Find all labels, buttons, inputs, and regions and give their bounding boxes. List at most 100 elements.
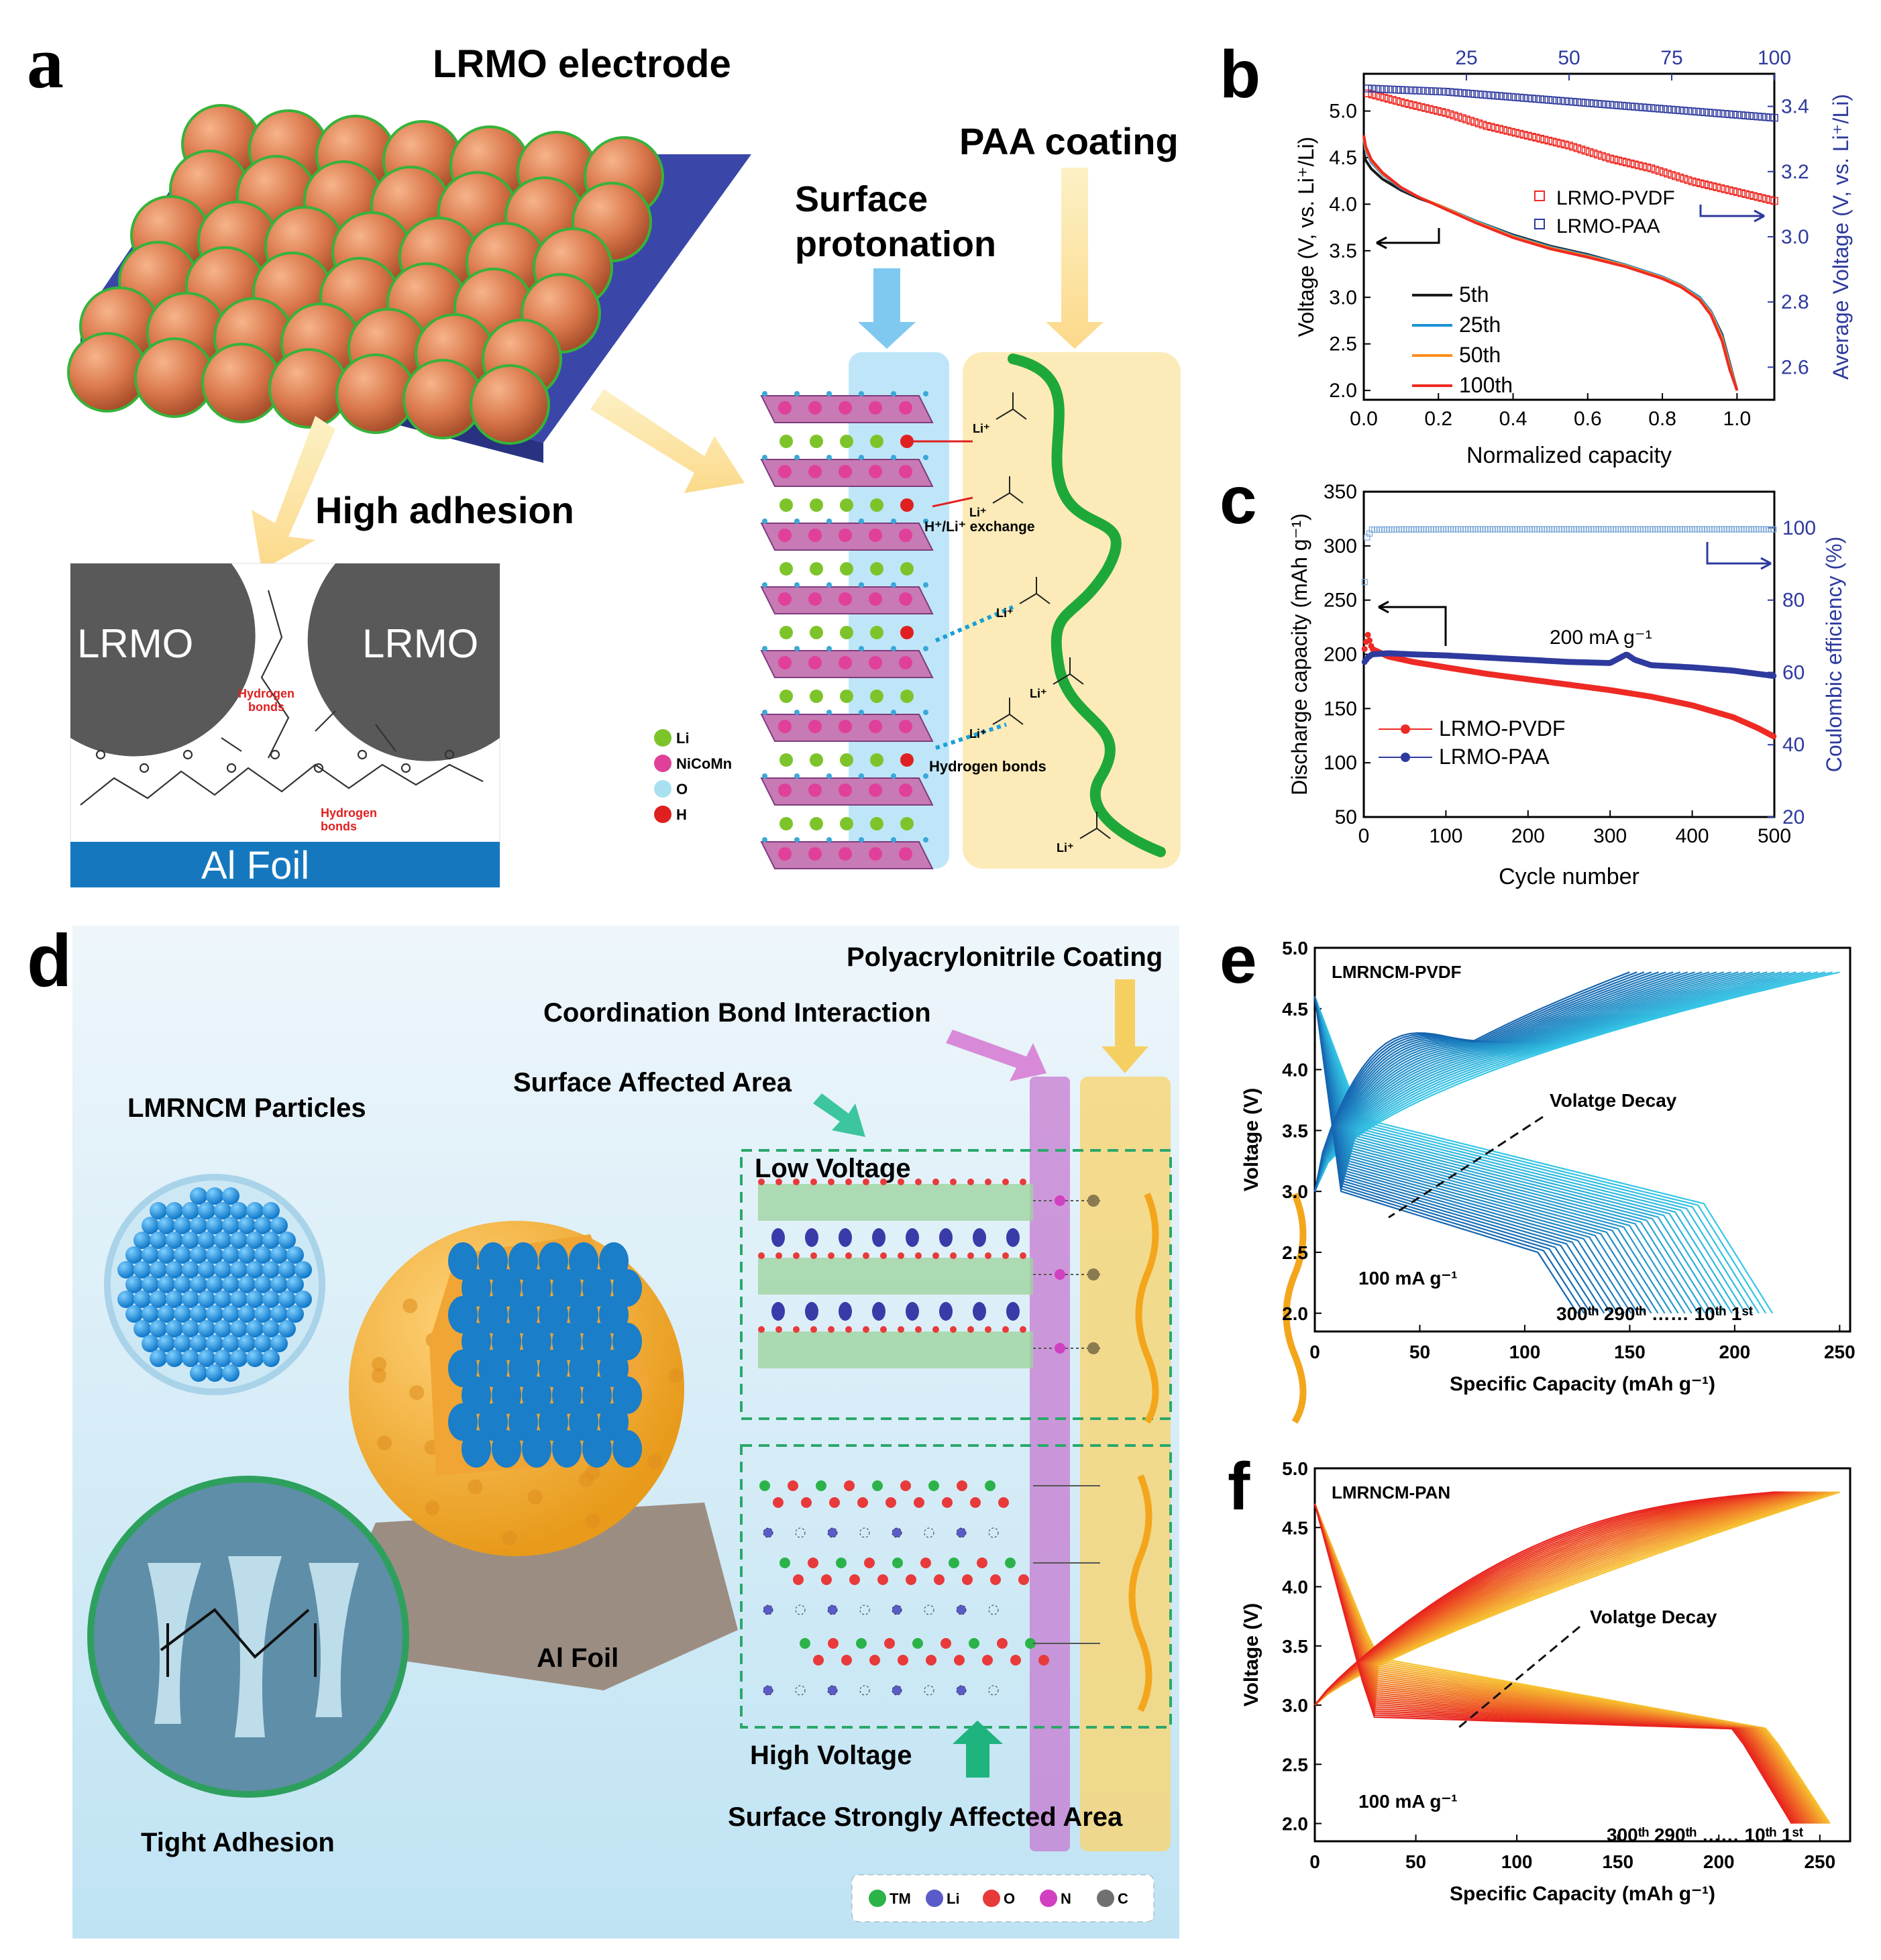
avg-voltage-marker — [1602, 153, 1610, 162]
carbon-atom — [1087, 1342, 1099, 1354]
primary-particle — [142, 1305, 159, 1323]
oxygen-atom — [906, 1574, 916, 1585]
oxygen-atom — [762, 391, 767, 396]
x-tick-label: 100 — [1429, 825, 1462, 847]
cutaway-grain — [448, 1350, 478, 1387]
lithium-atom — [900, 562, 914, 576]
oxygen-atom — [934, 1574, 945, 1585]
avg-voltage-marker — [1741, 190, 1750, 199]
charge-curve — [1314, 1491, 1776, 1706]
y-tick-label: 3.5 — [1329, 240, 1357, 262]
oxygen-atom — [985, 1326, 991, 1333]
discharge-curve — [1313, 996, 1754, 1314]
avg-voltage-marker — [1684, 176, 1692, 184]
nicomn-atom — [869, 401, 882, 415]
primary-particle — [174, 1217, 191, 1234]
x-axis-label: Normalized capacity — [1466, 443, 1672, 468]
cutaway-grain — [599, 1296, 629, 1333]
avg-voltage-marker — [1536, 134, 1544, 143]
avg-voltage-marker — [1426, 87, 1434, 95]
discharge-curve — [1313, 996, 1760, 1314]
spinel-atom — [872, 1480, 883, 1491]
oxygen-atom — [891, 646, 896, 651]
spinel-atom — [780, 1558, 790, 1568]
avg-voltage-marker — [1569, 98, 1577, 106]
charge-curve — [1314, 1491, 1832, 1706]
avg-voltage-marker — [1466, 89, 1474, 98]
charge-curve — [1314, 1491, 1805, 1706]
discharge-curve — [1313, 996, 1733, 1314]
cutaway-grain — [599, 1242, 629, 1280]
avg-voltage-marker — [1589, 149, 1598, 158]
cutaway-grain — [508, 1350, 538, 1387]
avg-voltage-marker — [1680, 174, 1688, 183]
decay-annotation: Volatge Decay — [1550, 1090, 1677, 1111]
x-tick-label: 200 — [1719, 1342, 1751, 1362]
polymer-oxygen — [95, 749, 106, 760]
discharge-curve — [1313, 996, 1619, 1314]
rate-annotation: 100 mA g⁻¹ — [1358, 1791, 1458, 1812]
al-foil-bar — [70, 842, 500, 887]
vacancy-site — [956, 1527, 967, 1538]
oxygen-atom — [954, 1655, 965, 1666]
primary-particle — [158, 1335, 175, 1352]
avg-voltage-marker — [1680, 107, 1688, 115]
avg-voltage-marker — [1741, 111, 1750, 119]
charge-curve — [1313, 971, 1739, 1192]
avg-voltage-marker — [1368, 91, 1376, 99]
oxygen-atom — [794, 773, 800, 779]
primary-particle — [246, 1261, 264, 1278]
lithium-atom — [939, 1302, 953, 1321]
oxygen-atom — [1018, 1574, 1029, 1585]
coating-bump — [527, 1489, 543, 1505]
avg-voltage-marker — [1729, 187, 1737, 195]
avg-voltage-marker — [1750, 192, 1758, 200]
y-tick-label: 2.0 — [1282, 1814, 1308, 1835]
y2-axis-label: Average Voltage (V, vs. Li⁺/Li) — [1829, 94, 1853, 380]
avg-voltage-marker — [1697, 179, 1705, 188]
avg-voltage-marker — [1401, 86, 1409, 95]
oxygen-atom — [1020, 1326, 1026, 1333]
avg-voltage-marker — [1515, 93, 1524, 102]
primary-particle — [222, 1246, 239, 1264]
primary-particle — [238, 1305, 256, 1323]
avg-voltage-marker — [1639, 162, 1647, 170]
lithium-atom — [973, 1228, 986, 1247]
primary-particle — [174, 1276, 191, 1293]
primary-particle — [166, 1291, 183, 1308]
oxygen-atom — [863, 1326, 869, 1333]
y-tick-label: 4.0 — [1282, 1060, 1308, 1081]
oxygen-atom — [880, 1179, 887, 1185]
carboxyl-group — [992, 476, 1024, 504]
y2-tick-label: 80 — [1782, 590, 1805, 612]
cutaway-grain — [462, 1430, 491, 1468]
vacancy-site — [763, 1685, 773, 1696]
lithium-atom — [900, 690, 914, 703]
nicomn-atom — [899, 847, 912, 861]
oxygen-atom — [923, 455, 928, 460]
primary-particle — [198, 1350, 215, 1367]
avg-voltage-marker — [1470, 90, 1479, 98]
charge-curve — [1314, 1491, 1821, 1706]
avg-voltage-marker — [1668, 105, 1676, 114]
polymer-oxygen — [400, 763, 411, 773]
oxygen-atom — [859, 391, 864, 396]
avg-voltage-marker — [1372, 85, 1381, 93]
oxygen-atom — [950, 1252, 957, 1259]
surface-protonation-label-1: Surface — [795, 179, 928, 219]
x-tick-label: 1.0 — [1723, 408, 1752, 430]
oxygen-atom — [845, 1326, 852, 1333]
cutaway-grain — [448, 1296, 478, 1333]
lithium-atom — [780, 435, 793, 448]
charge-curve — [1313, 971, 1768, 1192]
avg-voltage-marker — [1544, 136, 1553, 145]
avg-voltage-marker — [1585, 148, 1594, 156]
x-tick-label: 150 — [1602, 1851, 1633, 1872]
primary-particle — [174, 1305, 191, 1323]
oxygen-atom — [967, 1179, 974, 1185]
oxygen-atom — [923, 582, 928, 588]
legend-label: 100th — [1459, 373, 1513, 397]
avg-voltage-marker — [1606, 101, 1614, 109]
oxygen-atom — [932, 1252, 939, 1259]
primary-particles — [117, 1187, 312, 1382]
